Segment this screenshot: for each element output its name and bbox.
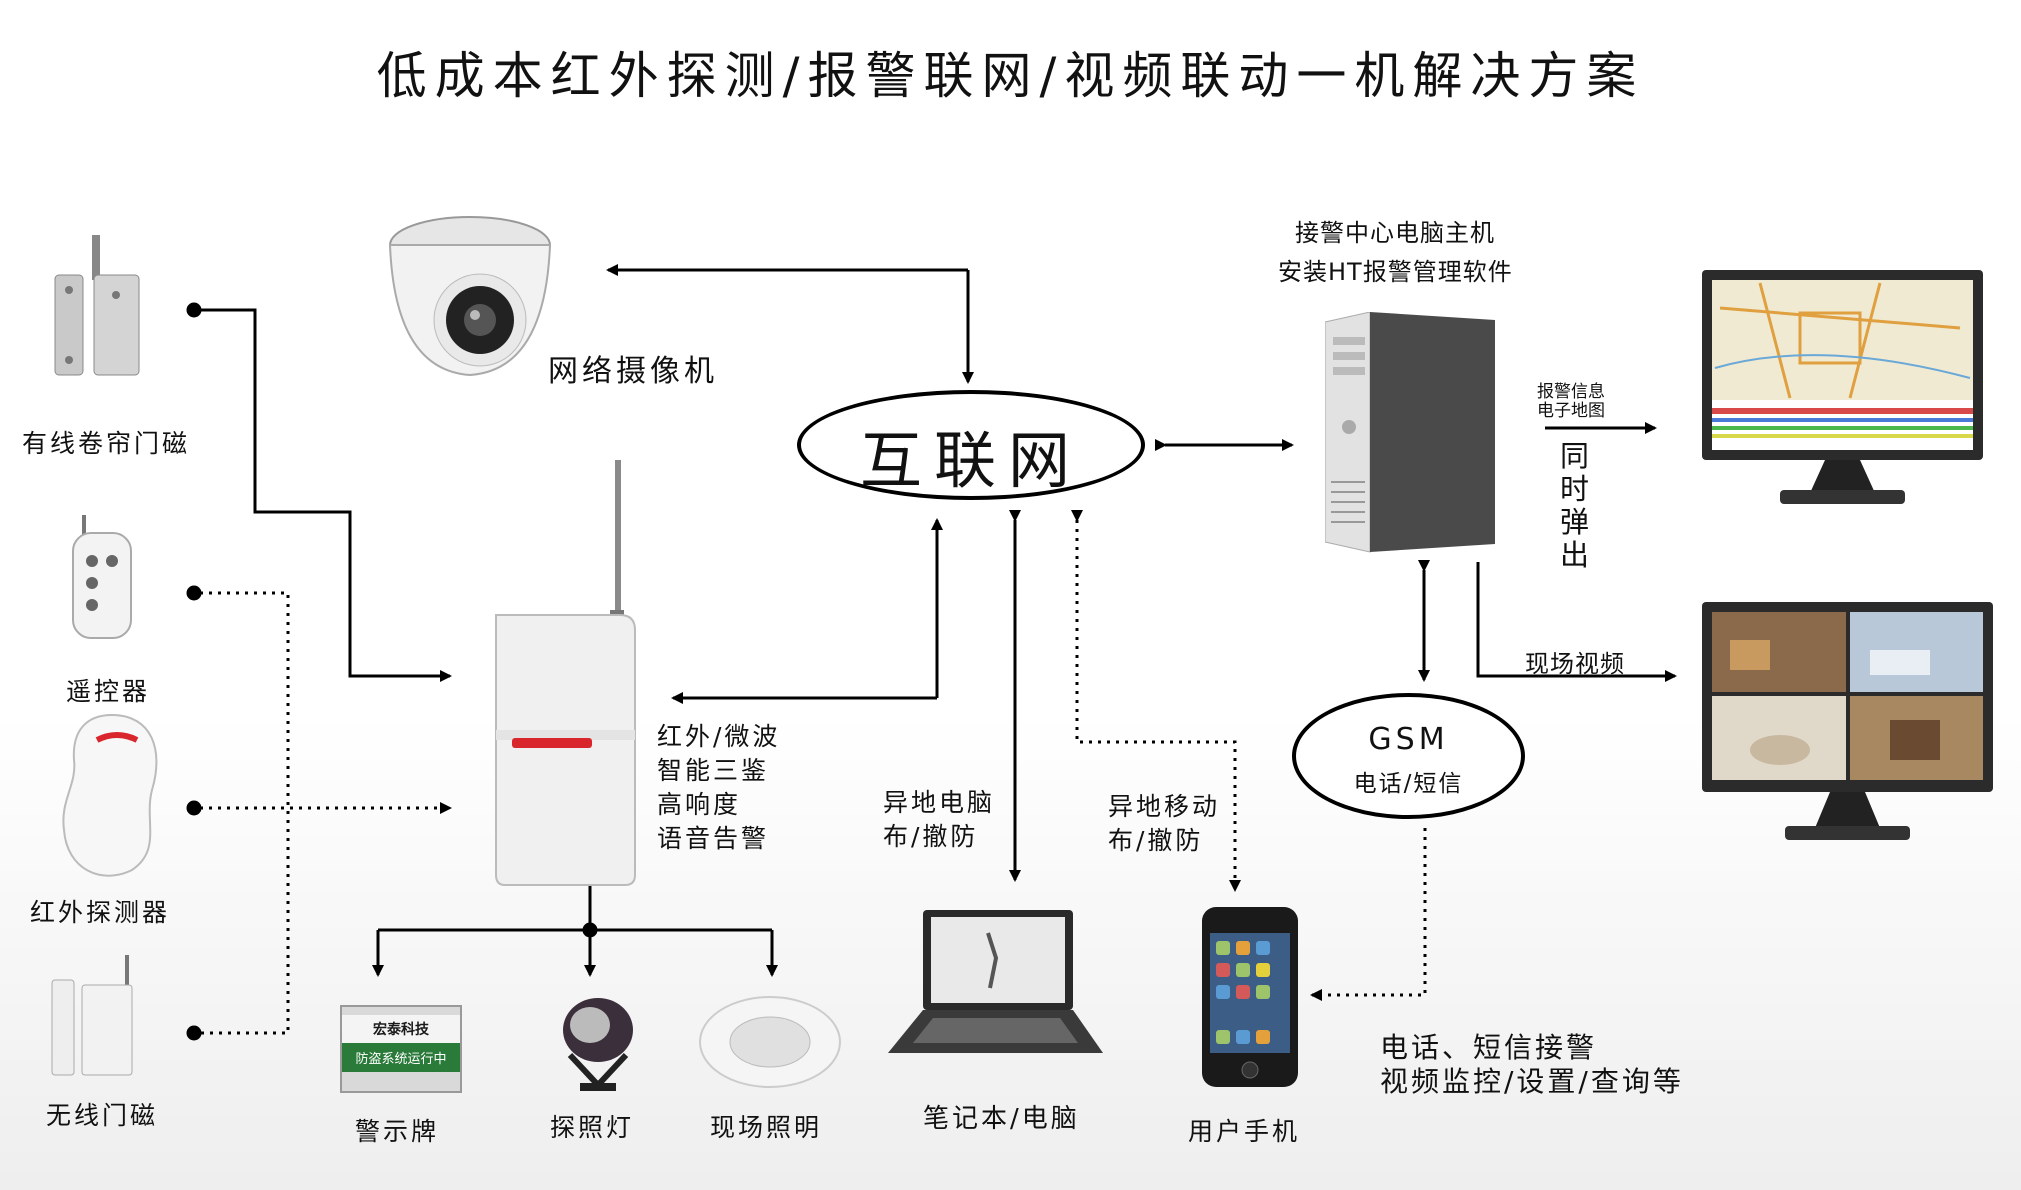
remote-control-icon [68,515,138,649]
video-monitor-icon [1700,600,1995,854]
detector-feature-4: 语音告警 [657,824,770,853]
internet-label: 互联网 [859,424,1082,497]
wired-door-label: 有线卷帘门磁 [22,429,191,458]
laptop-icon [888,908,1103,1072]
internet-ellipse [797,390,1145,500]
wire-phone [1071,510,1241,892]
ceiling-light-icon [698,992,843,1096]
detector-feature-2: 智能三鉴 [657,756,770,785]
detector-feature-3: 高响度 [657,790,742,819]
popup-info-line1: 报警信息 [1537,382,1605,402]
warning-sign: 宏泰科技 防盗系统运行中 [340,1005,462,1093]
lighting-label: 现场照明 [710,1113,823,1142]
sign-text-status: 防盗系统运行中 [342,1043,460,1072]
popup-vertical-text: 同时弹出 [1560,439,1590,572]
wired-door-magnet-icon [50,235,150,389]
mobile-phone-icon [1200,905,1300,1094]
alarm-detector-icon [490,460,640,894]
remote-mobile-line2: 布/撤防 [1108,826,1204,855]
video-label: 现场视频 [1525,650,1625,678]
laptop-label: 笔记本/电脑 [923,1104,1080,1134]
wire-wired-door [200,308,452,682]
user-function-1: 电话、短信接警 [1380,1031,1598,1064]
popup-info-line2: 电子地图 [1537,401,1605,421]
detector-feature-1: 红外/微波 [657,722,781,751]
gsm-subtitle: 电话/短信 [1353,771,1464,797]
pir-sensor-icon [52,710,172,884]
remote-label: 遥控器 [66,677,151,706]
wired-door-dot [186,302,202,318]
spotlight-label: 探照灯 [550,1113,635,1142]
remote-pc-line1: 异地电脑 [883,788,996,817]
wireless-door-label: 无线门磁 [46,1101,159,1130]
server-tower-icon [1324,311,1500,561]
wireless-door-magnet-icon [50,955,140,1084]
sign-label: 警示牌 [355,1117,440,1146]
remote-mobile-line1: 异地移动 [1108,792,1221,821]
server-line2: 安装HT报警管理软件 [1278,258,1513,286]
diagram-title: 低成本红外探测/报警联网/视频联动一机解决方案 [376,47,1645,105]
spotlight-icon [550,985,645,1099]
gsm-title: GSM [1368,722,1449,757]
camera-label: 网络摄像机 [548,354,718,389]
dome-camera [375,205,565,394]
user-function-2: 视频监控/设置/查询等 [1380,1065,1684,1098]
map-monitor-icon [1700,268,1985,512]
remote-pc-line2: 布/撤防 [883,822,979,851]
sign-text-company: 宏泰科技 [342,1015,460,1043]
wire-video [1476,562,1677,682]
wire-gsm-phone [1310,828,1427,1001]
phone-label: 用户手机 [1188,1117,1301,1146]
remote-dot [186,585,202,601]
wire-remote [200,591,290,1035]
pir-label: 红外探测器 [30,898,171,927]
pir-dot [186,800,202,816]
wireless-dot [186,1025,202,1041]
server-line1: 接警中心电脑主机 [1295,219,1495,247]
gsm-ellipse [1292,693,1525,819]
